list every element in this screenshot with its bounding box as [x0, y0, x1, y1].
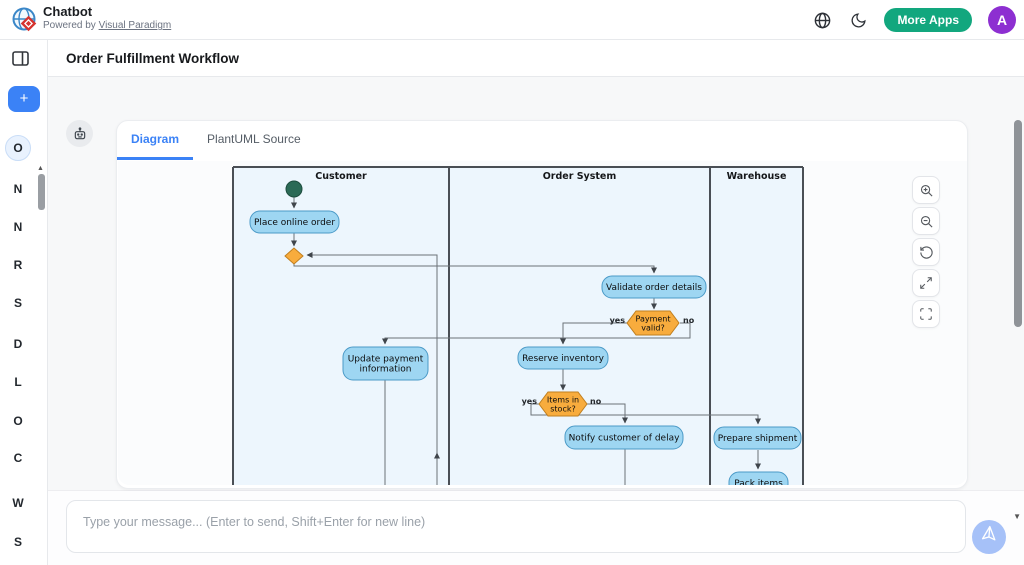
flow-edge-10 [530, 403, 761, 425]
svg-text:Validate order details: Validate order details [606, 283, 702, 293]
main-scroll-down-icon[interactable]: ▼ [1013, 512, 1021, 521]
svg-text:Customer: Customer [315, 171, 367, 182]
tab-plantuml-source[interactable]: PlantUML Source [207, 132, 301, 146]
tab-diagram[interactable]: Diagram [117, 121, 194, 160]
edge-label-no-3: no [590, 397, 602, 406]
sidebar-item-4[interactable]: S [13, 296, 22, 310]
start-node [285, 180, 303, 198]
powered-by: Powered by Visual Paradigm [43, 19, 172, 31]
sidebar-item-6[interactable]: L [14, 375, 22, 389]
sidebar-item-7[interactable]: O [13, 414, 23, 428]
zoom-out-icon [919, 214, 934, 229]
page-title: Order Fulfillment Workflow [66, 50, 240, 66]
composer-zone [48, 491, 1024, 565]
sidebar-item-5[interactable]: D [13, 337, 23, 351]
activity-node-validate-order-details: Validate order details [601, 275, 707, 299]
flow-edge-11 [586, 403, 628, 424]
svg-text:Notify customer of delay: Notify customer of delay [569, 434, 681, 444]
flow-edge-6 [560, 322, 627, 345]
visual-paradigm-logo-icon [11, 6, 39, 34]
edge-label-yes-0: yes [610, 316, 626, 325]
flow-edge-7 [382, 322, 691, 345]
message-input[interactable] [67, 501, 965, 552]
sidebar-item-8[interactable]: C [13, 451, 23, 465]
sidebar-toggle-icon[interactable] [12, 51, 29, 66]
sidebar-item-1[interactable]: N [13, 182, 23, 196]
expand-icon [919, 276, 933, 290]
activity-node-prepare-shipment: Prepare shipment [713, 426, 802, 450]
activity-node-notify-customer-of-delay: Notify customer of delay [564, 425, 684, 450]
sidebar-scroll-up-icon[interactable]: ▲ [37, 165, 44, 172]
svg-text:Pack items: Pack items [734, 479, 783, 485]
send-paper-plane-icon [981, 525, 997, 547]
app-title: Chatbot [43, 4, 93, 19]
diagram-zoom-controls [912, 176, 940, 328]
main-scrollbar-thumb[interactable] [1014, 120, 1022, 327]
sidebar-scrollbar-thumb[interactable] [38, 174, 45, 210]
zoom-out-button[interactable] [912, 207, 940, 235]
app-header: Chatbot Powered by Visual Paradigm More … [0, 0, 1024, 40]
sidebar-item-9[interactable]: W [12, 496, 24, 510]
svg-text:Order System: Order System [543, 171, 617, 182]
chat-content-area: Diagram PlantUML Source Customer Order Sy… [48, 77, 1024, 491]
svg-text:Warehouse: Warehouse [727, 171, 787, 182]
send-button[interactable] [972, 520, 1006, 554]
zoom-in-button[interactable] [912, 176, 940, 204]
fullscreen-button[interactable] [912, 300, 940, 328]
svg-text:Prepare shipment: Prepare shipment [718, 434, 798, 444]
activity-node-pack-items: Pack items [728, 471, 789, 485]
merge-node [284, 247, 304, 265]
reset-view-icon [919, 245, 934, 260]
header-actions: More Apps A [812, 0, 1016, 40]
sidebar-item-3[interactable]: R [13, 258, 23, 272]
visual-paradigm-link[interactable]: Visual Paradigm [98, 19, 172, 31]
user-avatar[interactable]: A [988, 6, 1016, 34]
message-input-wrapper [66, 500, 966, 553]
edge-label-yes-2: yes [522, 397, 538, 406]
diagram-message-card: Diagram PlantUML Source Customer Order Sy… [116, 120, 968, 489]
more-apps-button[interactable]: More Apps [884, 8, 972, 32]
bot-avatar [66, 120, 93, 147]
sidebar-item-10[interactable]: S [13, 535, 22, 549]
page-title-bar: Order Fulfillment Workflow [48, 40, 1024, 77]
activity-node-reserve-inventory: Reserve inventory [517, 346, 609, 370]
activity-node-place-online-order: Place online order [249, 210, 340, 234]
diagram-tabs: Diagram PlantUML Source [117, 121, 315, 160]
expand-button[interactable] [912, 269, 940, 297]
svg-text:Place online order: Place online order [254, 218, 335, 228]
flow-edge-4 [293, 264, 657, 274]
zoom-in-icon [919, 183, 934, 198]
edge-label-no-1: no [683, 316, 695, 325]
language-globe-icon[interactable] [812, 10, 832, 30]
svg-text:Reserve inventory: Reserve inventory [522, 354, 605, 364]
flow-edge-2 [306, 252, 438, 485]
sidebar-item-0[interactable]: O [5, 135, 31, 161]
sidebar-item-2[interactable]: N [13, 220, 23, 234]
new-chat-button[interactable]: + [8, 86, 40, 112]
brand-block: Chatbot Powered by Visual Paradigm [43, 4, 172, 31]
dark-mode-moon-icon[interactable] [848, 10, 868, 30]
fullscreen-icon [919, 307, 933, 321]
reset-view-button[interactable] [912, 238, 940, 266]
